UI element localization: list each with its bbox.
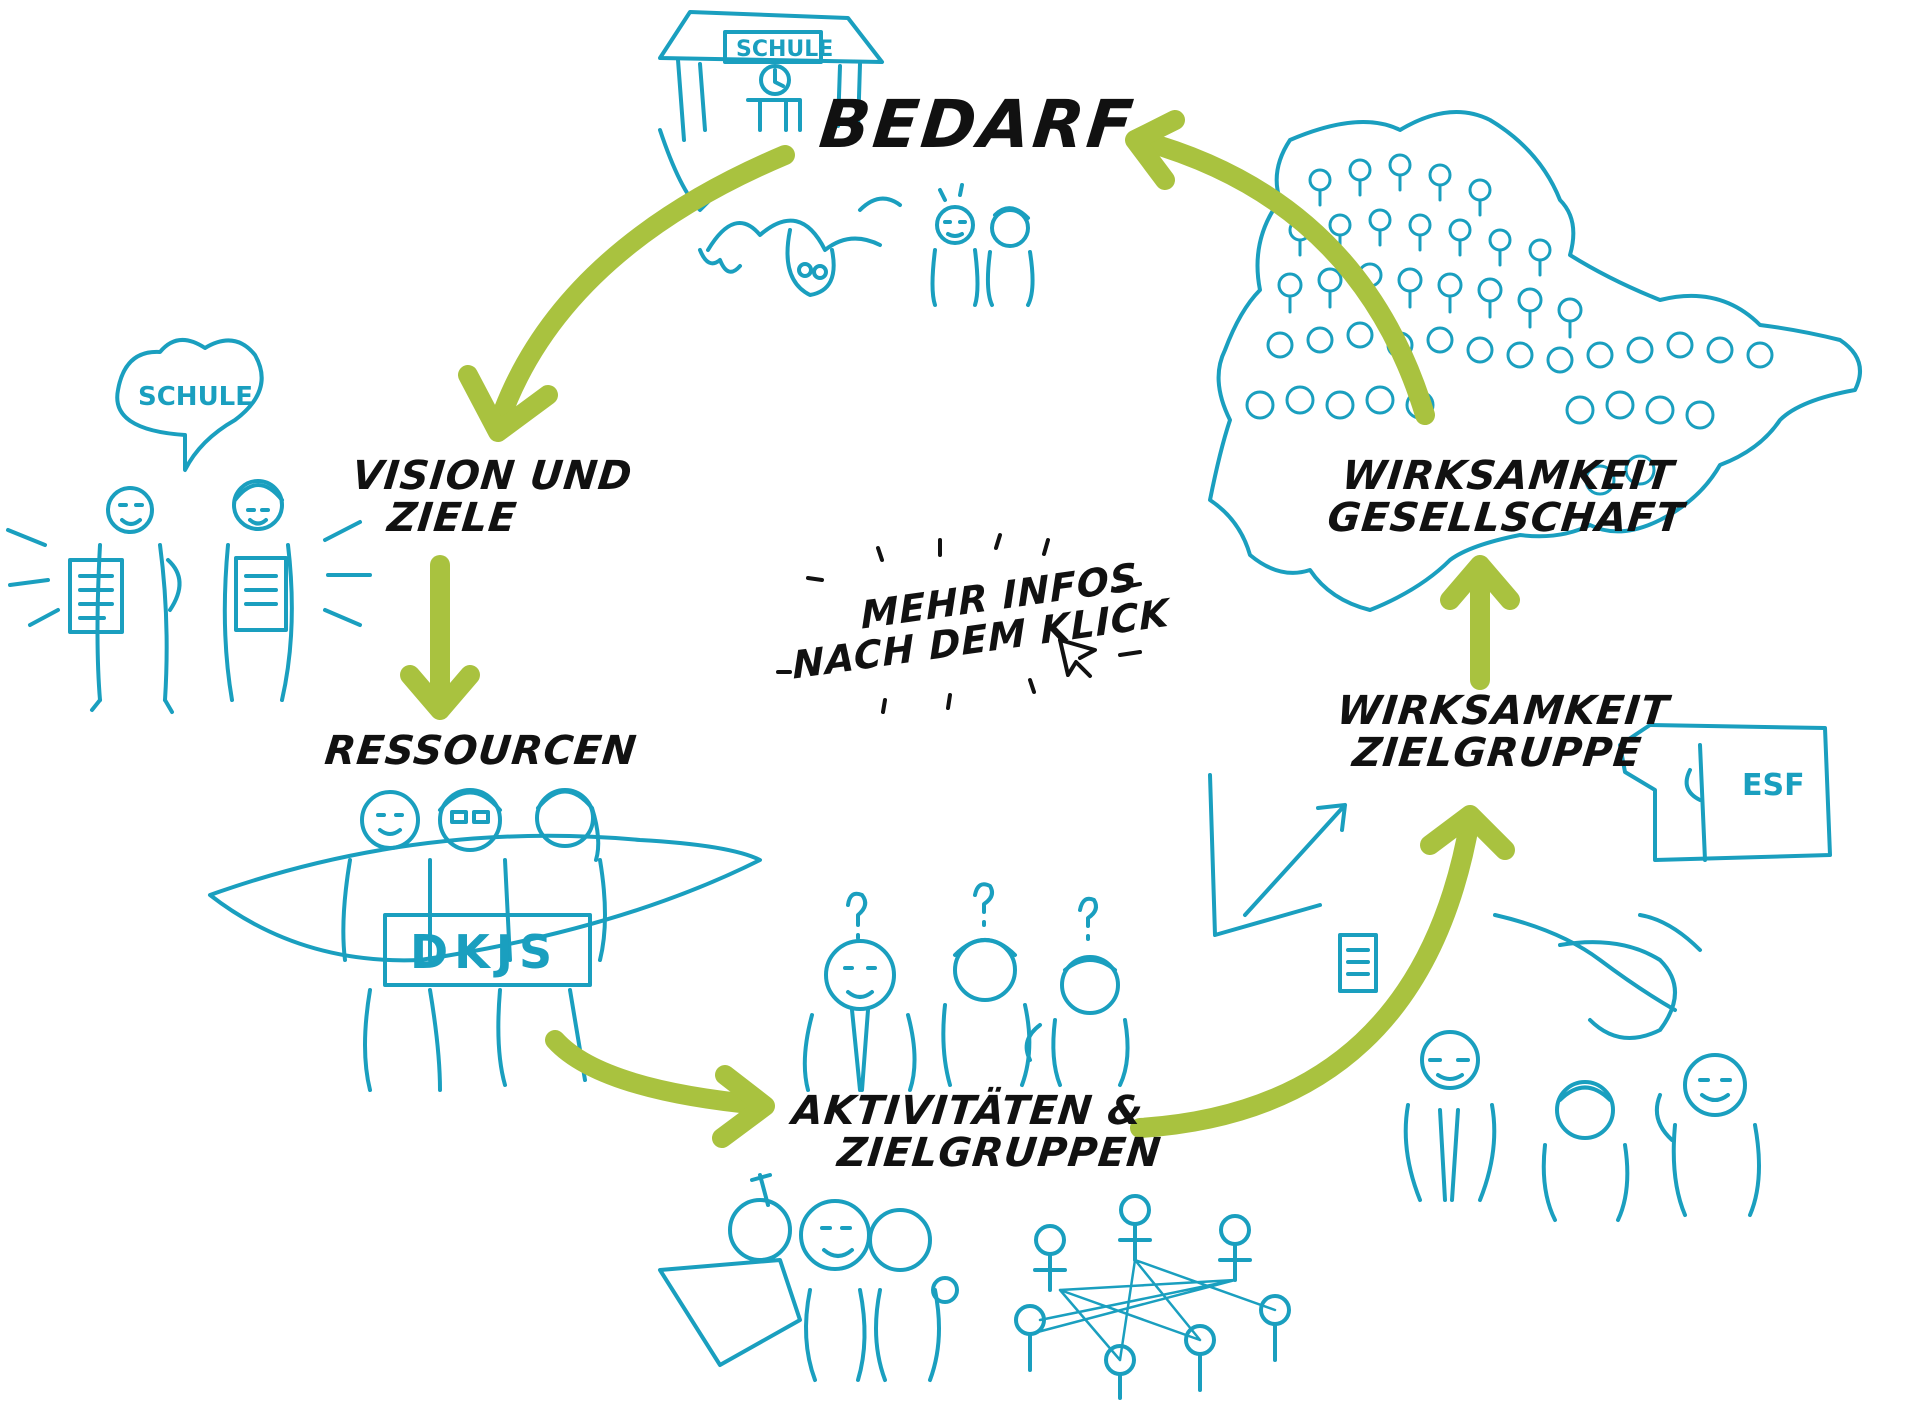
- people-with-papers-icon: [6, 479, 372, 714]
- school-roof-label: SCHULE: [736, 37, 833, 62]
- arrow-gesellschaft-to-bedarf: [1130, 130, 1435, 425]
- arrow-head-gesellschaft: [1440, 555, 1520, 610]
- puzzled-people-icon: [802, 882, 1130, 1092]
- arrow-head-ressourcen: [400, 665, 480, 720]
- node-zielgruppe-line1: WIRKSAMKEIT: [1334, 688, 1672, 734]
- node-vision-line1: VISION UND: [349, 453, 635, 499]
- node-aktivitaeten-zielgruppen[interactable]: AKTIVITÄTEN & ZIELGRUPPEN: [786, 1088, 1168, 1176]
- discussion-group-icon: [658, 1173, 959, 1382]
- arrow-head-bedarf: [1125, 110, 1185, 190]
- node-vision-line2: ZIELE: [385, 495, 520, 541]
- node-zielgruppe-line2: ZIELGRUPPE: [1350, 730, 1644, 776]
- ghost-monster-icon: [698, 196, 902, 297]
- arrow-head-aktivitaeten: [712, 1065, 775, 1148]
- arrow-bedarf-to-vision: [490, 145, 795, 430]
- cursor-icon: [1058, 638, 1097, 678]
- heart-speech-icon: [115, 338, 264, 472]
- node-gesellschaft-line1: WIRKSAMKEIT: [1339, 453, 1677, 499]
- node-gesellschaft-line2: GESELLSCHAFT: [1325, 495, 1687, 541]
- arrow-ressourcen-to-aktivitaeten: [545, 1030, 770, 1115]
- node-aktivitaeten-line1: AKTIVITÄTEN &: [789, 1088, 1146, 1134]
- worried-people-icon: [930, 183, 1035, 307]
- puzzle-label: ESF: [1742, 768, 1805, 803]
- crowd-icon: [1245, 153, 1774, 496]
- growth-graph-icon: [1208, 773, 1378, 993]
- node-vision-ziele[interactable]: VISION UND ZIELE: [346, 453, 635, 541]
- node-bedarf[interactable]: BEDARF: [815, 86, 1140, 163]
- node-wirksamkeit-gesellschaft[interactable]: WIRKSAMKEIT GESELLSCHAFT: [1325, 453, 1691, 541]
- node-ressourcen[interactable]: RESSOURCEN: [322, 728, 640, 774]
- handshake-icon: [1493, 913, 1702, 1040]
- arrow-head-vision: [458, 365, 558, 442]
- arrow-head-zielgruppe: [1420, 805, 1515, 860]
- node-wirksamkeit-zielgruppe[interactable]: WIRKSAMKEIT ZIELGRUPPE: [1331, 688, 1672, 776]
- banner-label: DKJS: [410, 925, 558, 979]
- arrow-aktivitaeten-to-zielgruppe: [1130, 810, 1480, 1138]
- network-people-icon: [1014, 1194, 1291, 1400]
- esf-puzzle-icon: [1618, 723, 1832, 862]
- happy-team-icon: [1403, 1030, 1761, 1222]
- node-ressourcen-label: RESSOURCEN: [322, 728, 640, 774]
- team-surfboard-icon: [208, 788, 762, 1092]
- region-map-icon: [1208, 110, 1862, 612]
- heart-label: SCHULE: [138, 382, 253, 412]
- attention-marks-icon: [776, 533, 1142, 714]
- node-aktivitaeten-line2: ZIELGRUPPEN: [835, 1130, 1164, 1176]
- node-bedarf-label: BEDARF: [815, 86, 1140, 163]
